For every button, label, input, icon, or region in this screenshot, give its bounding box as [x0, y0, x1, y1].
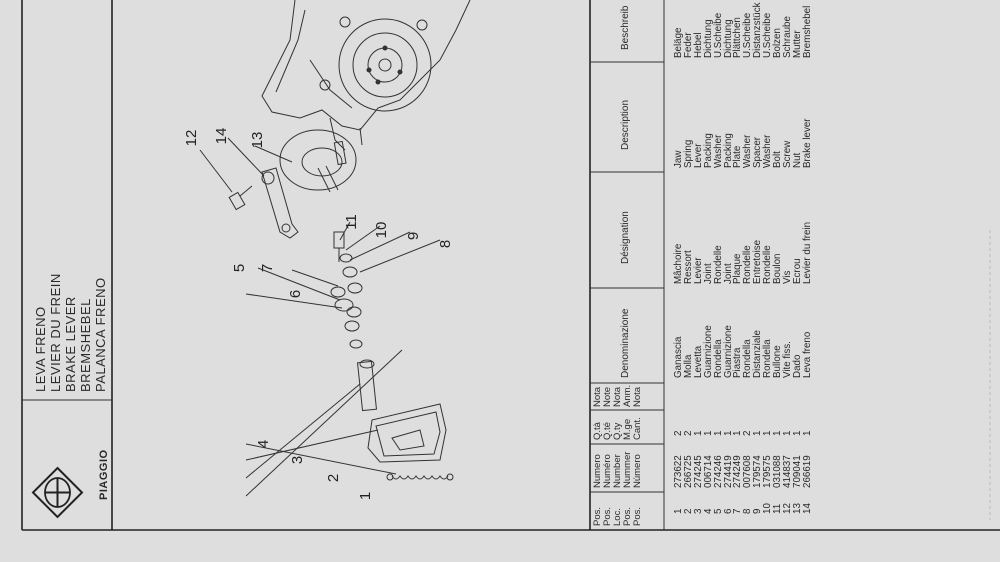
- row-qty: 1: [801, 430, 813, 436]
- header-nota: Nota Note Nota Anm. Nota: [592, 384, 643, 407]
- washer-stack: [330, 253, 363, 349]
- callout-11: 11: [343, 214, 360, 230]
- callout-7: 7: [259, 264, 276, 272]
- screw-part: [228, 185, 253, 211]
- row-name-it: Leva freno: [801, 331, 813, 378]
- callout-6: 6: [287, 290, 304, 298]
- title-fr: LEVIER DU FREIN: [48, 273, 63, 392]
- callout-1: 1: [357, 492, 374, 500]
- brake-shoe-part: [367, 403, 447, 463]
- row-name-fr: Levier du frein: [801, 221, 813, 284]
- header-qty: Q.tà Q.té Q.ty M.ge Cant.: [592, 417, 643, 440]
- callout-13: 13: [249, 132, 266, 149]
- bolt-part: [333, 231, 345, 262]
- callout-14: 14: [213, 128, 230, 145]
- spring-part: [386, 473, 454, 481]
- callout-9: 9: [405, 232, 422, 240]
- header-description: Description: [620, 99, 631, 150]
- header-numero: Numero Numéro Number Nummer Número: [592, 451, 643, 488]
- brand-name: PIAGGIO: [98, 449, 110, 500]
- brake-lever-part: [261, 167, 299, 239]
- title-block: LEVA FRENO LEVIER DU FREIN BRAKE LEVER B…: [33, 273, 108, 392]
- callout-3: 3: [289, 456, 306, 464]
- lever-shaft-part: [356, 359, 378, 412]
- callout-2: 2: [325, 474, 342, 482]
- title-de: BREMSHEBEL: [78, 298, 93, 392]
- header-beschreibung: Beschreib: [620, 5, 631, 50]
- engine-housing: [261, 0, 471, 151]
- header-pos: Pos. Pos. Loc. Pos. Pos.: [592, 506, 643, 526]
- callout-4: 4: [255, 440, 272, 448]
- callout-12: 12: [183, 130, 200, 147]
- row-name-de: Bremshebel: [801, 5, 813, 58]
- title-it: LEVA FRENO: [33, 306, 48, 392]
- brake-hub: [279, 129, 357, 193]
- title-es: PALANCA FRENO: [93, 277, 108, 392]
- leader-lines: [199, 137, 441, 497]
- callout-10: 10: [373, 222, 390, 239]
- row-part-number: 266619: [801, 455, 813, 488]
- piaggio-emblem-icon: [31, 466, 84, 519]
- title-en: BRAKE LEVER: [63, 296, 78, 392]
- callout-8: 8: [437, 240, 454, 248]
- piaggio-logo: [30, 465, 85, 520]
- header-denominazione: Denominazione: [620, 308, 631, 379]
- callout-5: 5: [231, 264, 248, 272]
- header-designation: Désignation: [620, 211, 631, 264]
- row-name-en: Brake lever: [801, 118, 813, 168]
- row-pos: 14: [801, 503, 813, 514]
